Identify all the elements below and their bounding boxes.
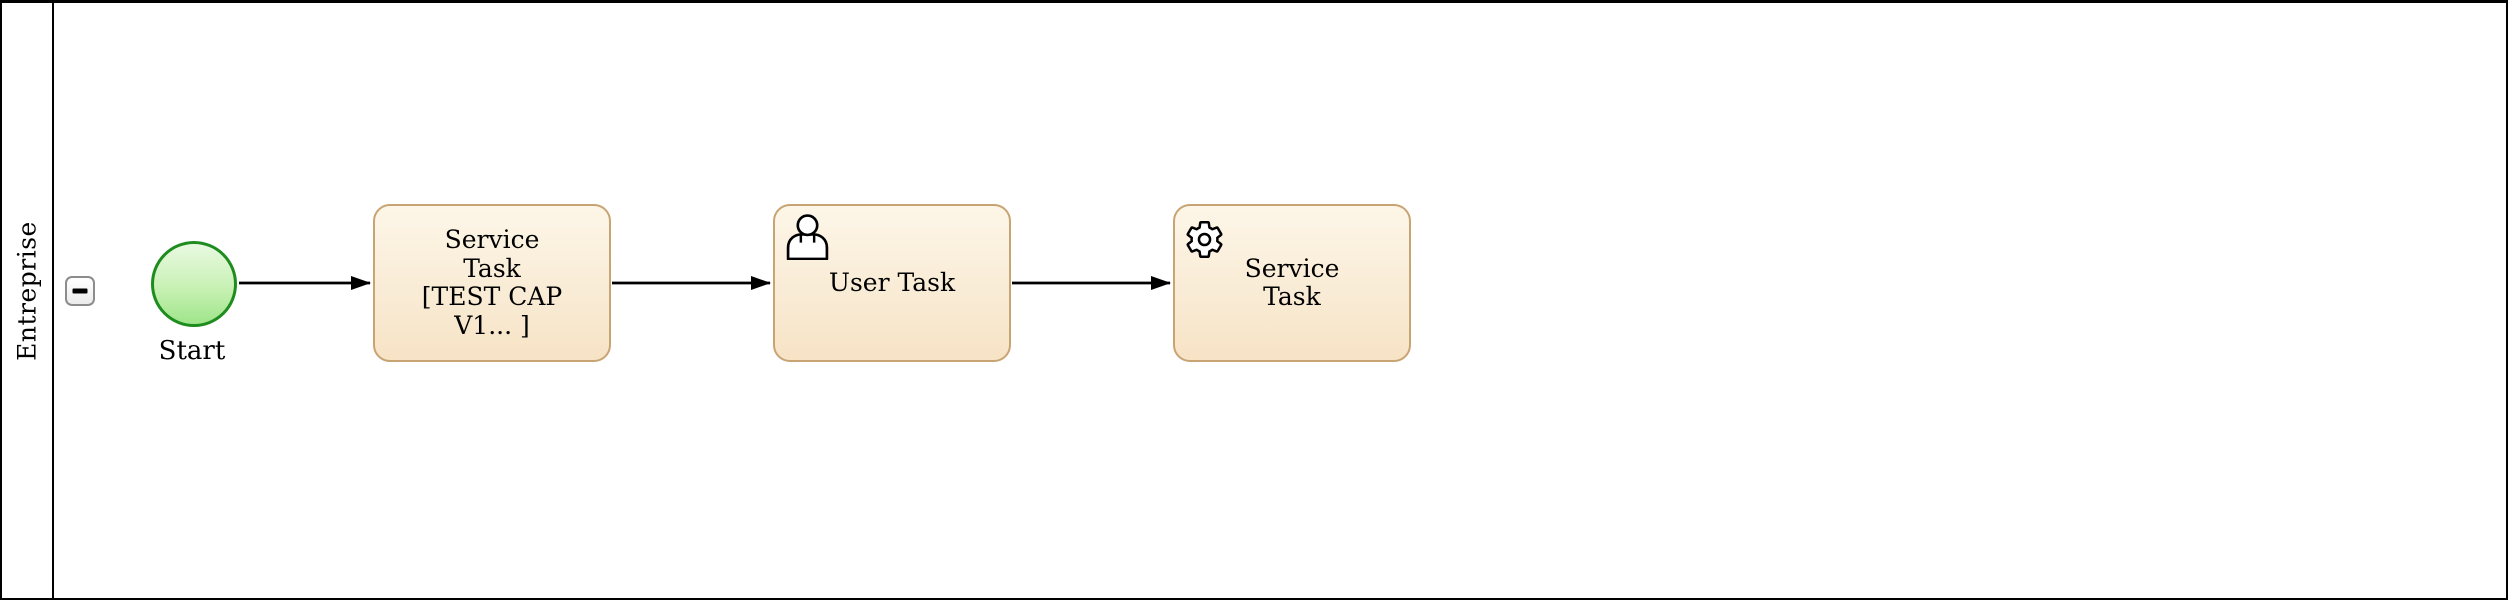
start-event[interactable]	[151, 241, 237, 327]
start-event-label: Start	[158, 336, 226, 366]
gear-icon	[1186, 221, 1223, 258]
task-service-2[interactable]: Service Task	[1173, 204, 1411, 362]
task-label: Service Task [TEST CAP V1... ]	[421, 225, 563, 340]
lane-header[interactable]: Entreprise	[2, 3, 54, 598]
minus-icon	[72, 288, 88, 294]
user-icon	[786, 214, 829, 260]
task-service-1[interactable]: Service Task [TEST CAP V1... ]	[373, 204, 611, 362]
collapse-lane-button[interactable]	[65, 276, 95, 306]
task-label: User Task	[828, 267, 956, 297]
sequence-flows	[239, 276, 1171, 290]
task-user[interactable]: User Task	[773, 204, 1011, 362]
lane-label: Entreprise	[12, 221, 42, 361]
task-label: Service Task	[1244, 253, 1340, 311]
